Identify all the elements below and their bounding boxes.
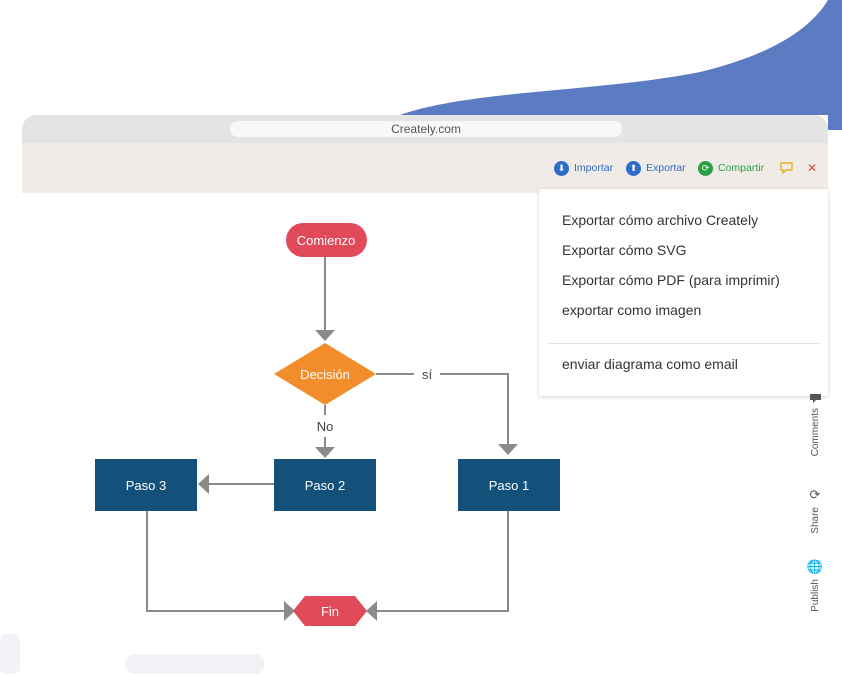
arrowheads (198, 330, 518, 621)
share-tab[interactable]: ⟳ Share (802, 487, 828, 534)
right-sidebar: Comments ⟳ Share 🌐 Publish (802, 393, 828, 647)
connector-decision-yes-b (440, 373, 509, 445)
no-label: No (317, 419, 334, 434)
yes-label: sí (422, 367, 433, 382)
email-diagram-item[interactable]: enviar diagrama como email (562, 356, 738, 372)
close-icon: ✕ (807, 161, 818, 175)
arrow-end-left (284, 601, 295, 621)
share-refresh-icon: ⟳ (809, 487, 821, 502)
connector-step1-end (377, 511, 509, 612)
browser-window: Creately.com ⬇ Importar ⬆ Exportar ⟳ Com… (22, 115, 828, 647)
comment-icon (780, 162, 793, 174)
end-node-label: Fin (321, 604, 339, 619)
arrow-to-decision (315, 330, 335, 341)
step2-node[interactable] (274, 459, 376, 511)
decision-node[interactable] (274, 343, 376, 405)
flowchart: Comienzo Decisión sí No Paso 1 Paso 2 Pa… (95, 223, 560, 626)
end-node[interactable] (293, 596, 367, 626)
start-node[interactable] (286, 223, 367, 257)
close-button[interactable]: ✕ (807, 160, 817, 176)
export-image-item[interactable]: exportar como imagen (562, 302, 702, 318)
step1-node[interactable] (458, 459, 560, 511)
start-node-label: Comienzo (297, 233, 356, 248)
url-bar[interactable]: Creately.com (230, 121, 622, 137)
arrow-end-right (366, 601, 377, 621)
comments-tab[interactable]: Comments (802, 393, 828, 456)
export-creately-item[interactable]: Exportar cómo archivo Creately (562, 212, 759, 228)
step3-node[interactable] (95, 459, 197, 511)
import-button[interactable]: ⬇ Importar (554, 160, 613, 176)
export-pdf-item[interactable]: Exportar cómo PDF (para imprimir) (562, 272, 780, 288)
share-button[interactable]: ⟳ Compartir (698, 160, 764, 176)
menu-divider (548, 343, 820, 344)
export-svg-item[interactable]: Exportar cómo SVG (562, 242, 687, 258)
publish-tab[interactable]: 🌐 Publish (802, 559, 828, 612)
comment-button[interactable] (780, 160, 793, 176)
step2-label: Paso 2 (305, 478, 345, 493)
bottom-decoration (0, 632, 842, 675)
connectors (146, 257, 509, 612)
publish-label: Publish (809, 579, 821, 612)
globe-icon: 🌐 (806, 559, 824, 574)
step1-label: Paso 1 (489, 478, 529, 493)
comments-icon (809, 394, 821, 403)
decision-node-label: Decisión (300, 367, 350, 382)
connector-step3-end (146, 511, 292, 612)
share-icon: ⟳ (698, 160, 713, 176)
comments-label: Comments (809, 408, 821, 457)
export-button[interactable]: ⬆ Exportar (626, 160, 686, 176)
share-tab-label: Share (809, 507, 821, 534)
import-label: Importar (574, 162, 614, 174)
app-toolbar: ⬇ Importar ⬆ Exportar ⟳ Compartir ✕ (22, 143, 828, 193)
diagram-canvas[interactable]: Comienzo Decisión sí No Paso 1 Paso 2 Pa… (22, 193, 828, 647)
share-label: Compartir (718, 162, 765, 174)
export-dropdown: Exportar cómo archivo Creately Exportar … (539, 189, 828, 396)
step3-label: Paso 3 (126, 478, 166, 493)
arrow-to-step3 (198, 474, 209, 494)
arrow-to-step2 (315, 447, 335, 458)
browser-titlebar: Creately.com (22, 115, 828, 143)
upload-icon: ⬆ (626, 160, 641, 176)
download-icon: ⬇ (554, 160, 569, 176)
export-label: Exportar (646, 162, 686, 174)
arrow-to-step1 (498, 444, 518, 455)
